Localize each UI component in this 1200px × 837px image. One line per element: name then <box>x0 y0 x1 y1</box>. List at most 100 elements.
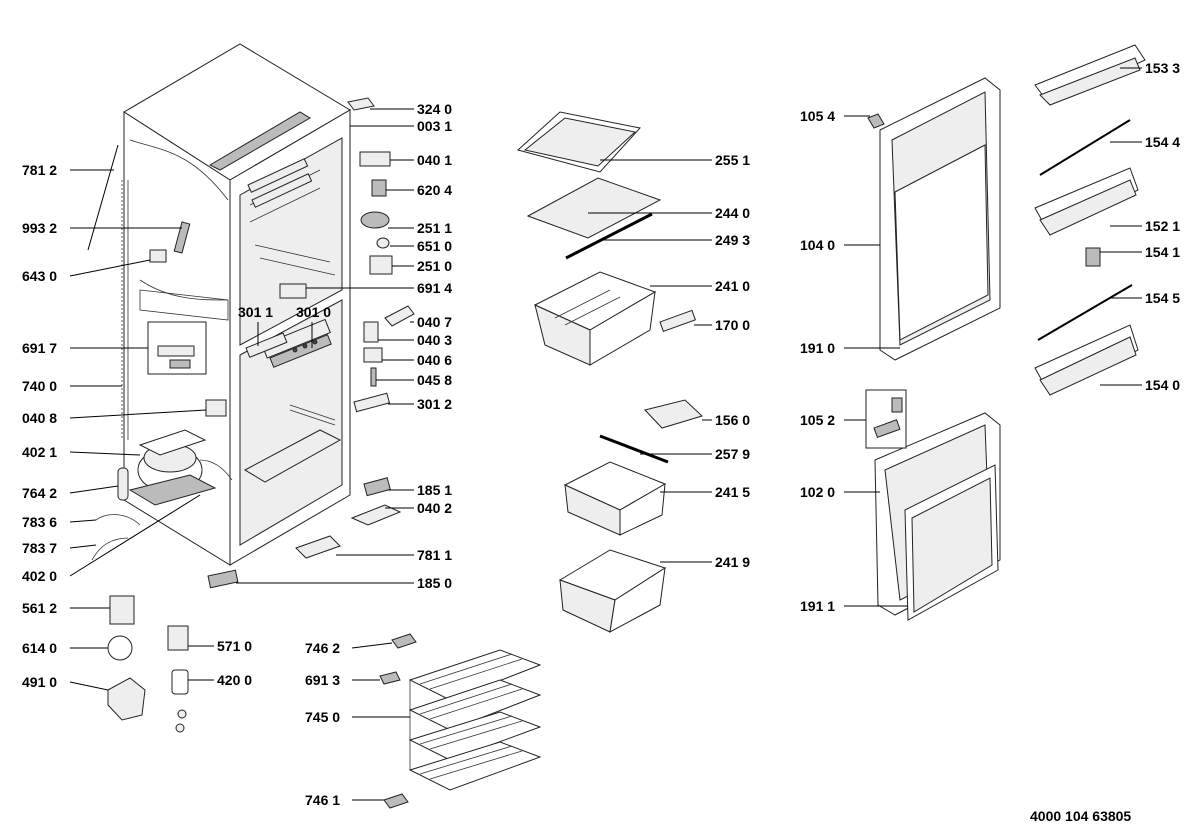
part-571 <box>167 625 189 651</box>
wire-shelves <box>408 649 542 791</box>
label-251-0: 251 0 <box>417 258 452 274</box>
label-255-1: 255 1 <box>715 152 750 168</box>
condenser-coil <box>87 144 129 440</box>
label-045-8: 045 8 <box>417 372 452 388</box>
label-571-0: 571 0 <box>217 638 252 654</box>
part-labels: 324 0 003 1 040 1 620 4 251 1 651 0 251 … <box>22 60 1180 824</box>
label-740-0: 740 0 <box>22 378 57 394</box>
label-402-0: 402 0 <box>22 568 57 584</box>
label-154-0: 154 0 <box>1145 377 1180 393</box>
label-102-0: 102 0 <box>800 484 835 500</box>
part-420 <box>171 669 189 695</box>
part-105-4 <box>867 113 885 129</box>
label-783-7: 783 7 <box>22 540 57 556</box>
part-781-1 <box>295 535 341 559</box>
label-244-0: 244 0 <box>715 205 750 221</box>
label-781-1: 781 1 <box>417 547 452 563</box>
part-249-3 <box>565 212 653 260</box>
leader-lines <box>69 67 1142 801</box>
part-244-0 <box>526 177 662 239</box>
label-620-4: 620 4 <box>417 182 452 198</box>
part-040-7 <box>384 305 415 327</box>
part-045-8 <box>370 367 377 387</box>
label-614-0: 614 0 <box>22 640 57 656</box>
label-156-0: 156 0 <box>715 412 750 428</box>
part-993 <box>173 221 191 254</box>
label-152-1: 152 1 <box>1145 218 1180 234</box>
label-783-6: 783 6 <box>22 514 57 530</box>
label-691-4: 691 4 <box>417 280 452 296</box>
label-781-2: 781 2 <box>22 162 57 178</box>
label-191-0: 191 0 <box>800 340 835 356</box>
label-105-2: 105 2 <box>800 412 835 428</box>
label-170-0: 170 0 <box>715 317 750 333</box>
part-040-8 <box>205 399 227 417</box>
label-561-2: 561 2 <box>22 600 57 616</box>
label-241-0: 241 0 <box>715 278 750 294</box>
label-491-0: 491 0 <box>22 674 57 690</box>
label-154-1: 154 1 <box>1145 244 1180 260</box>
label-249-3: 249 3 <box>715 232 750 248</box>
part-257-9 <box>599 434 669 464</box>
lower-door <box>874 412 1001 621</box>
part-491 <box>107 677 146 721</box>
part-040-6 <box>363 347 383 363</box>
part-561 <box>109 595 135 625</box>
label-643-0: 643 0 <box>22 268 57 284</box>
label-040-8: 040 8 <box>22 410 57 426</box>
bar-154-5 <box>1037 284 1133 341</box>
label-993-2: 993 2 <box>22 220 57 236</box>
dryer <box>117 467 129 501</box>
part-185-0 <box>207 569 239 589</box>
part-691-4 <box>279 283 307 299</box>
part-746-2 <box>391 633 417 649</box>
bar-154-4 <box>1039 119 1131 176</box>
upper-door <box>867 77 1001 361</box>
label-154-5: 154 5 <box>1145 290 1180 306</box>
label-257-9: 257 9 <box>715 446 750 462</box>
label-301-2: 301 2 <box>417 396 452 412</box>
part-643 <box>149 249 167 263</box>
part-324 <box>347 97 375 111</box>
label-185-0: 185 0 <box>417 575 452 591</box>
part-156-0 <box>644 399 703 429</box>
label-745-0: 745 0 <box>305 709 340 725</box>
label-105-4: 105 4 <box>800 108 835 124</box>
part-614 <box>107 635 133 661</box>
part-746-1 <box>383 793 409 809</box>
label-040-3: 040 3 <box>417 332 452 348</box>
part-691-3 <box>379 671 401 685</box>
part-185-1 <box>363 477 391 497</box>
label-040-6: 040 6 <box>417 352 452 368</box>
label-402-1: 402 1 <box>22 444 57 460</box>
tube-783-7 <box>91 537 129 561</box>
part-040-2 <box>350 504 402 526</box>
part-040-1 <box>359 151 391 167</box>
label-251-1: 251 1 <box>417 220 452 236</box>
label-691-3: 691 3 <box>305 672 340 688</box>
label-301-0: 301 0 <box>296 304 331 320</box>
label-301-1: 301 1 <box>238 304 273 320</box>
document-number: 4000 104 63805 <box>1030 808 1131 824</box>
label-003-1: 003 1 <box>417 118 452 134</box>
compressor <box>128 429 233 506</box>
drawer-241-0 <box>533 271 657 366</box>
label-651-0: 651 0 <box>417 238 452 254</box>
drawer-241-5 <box>563 461 667 536</box>
label-241-5: 241 5 <box>715 484 750 500</box>
tube-783-6 <box>95 514 141 526</box>
label-040-7: 040 7 <box>417 314 452 330</box>
label-241-9: 241 9 <box>715 554 750 570</box>
part-040-3 <box>363 321 379 343</box>
label-153-3: 153 3 <box>1145 60 1180 76</box>
label-185-1: 185 1 <box>417 482 452 498</box>
label-154-4: 154 4 <box>1145 134 1180 150</box>
drawer-241-9 <box>558 549 667 633</box>
label-691-7: 691 7 <box>22 340 57 356</box>
part-651 <box>376 237 390 249</box>
part-170-0 <box>659 309 697 333</box>
label-040-2: 040 2 <box>417 500 452 516</box>
part-251-0 <box>369 255 393 275</box>
part-301-2 <box>353 392 391 413</box>
